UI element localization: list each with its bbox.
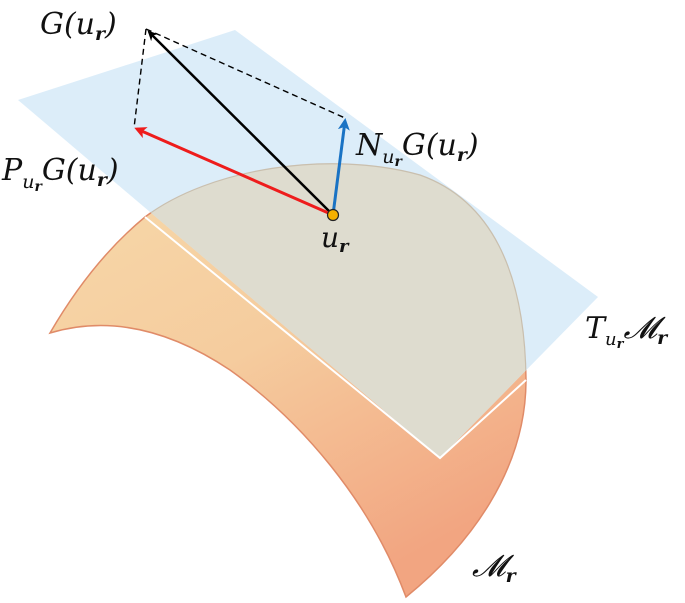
dashed-line-projection (133, 28, 147, 129)
label-normal: NurG(ur) (355, 128, 479, 170)
vector-G (147, 30, 334, 216)
label-tangent-space: Tur𝓜r (585, 311, 669, 352)
label-manifold: 𝓜r (472, 549, 518, 587)
dashed-line-normal (145, 28, 346, 119)
vector-normal (331, 118, 350, 216)
label-base-point: ur (321, 221, 350, 257)
label-G-u-r: G(ur) (40, 7, 117, 45)
vector-projection (134, 127, 334, 217)
label-projection: PurG(ur) (1, 153, 119, 195)
plane-edge (144, 216, 527, 460)
base-point-u-r (326, 208, 340, 222)
